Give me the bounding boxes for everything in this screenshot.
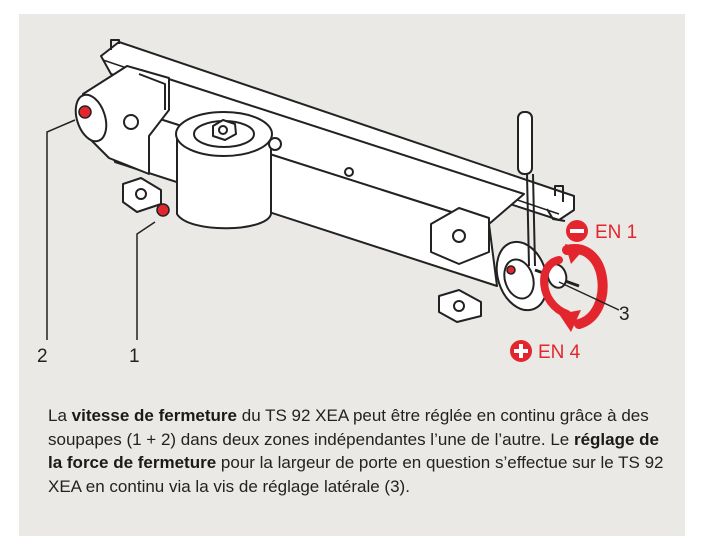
- closing-speed-emphasis: vitesse de fermeture: [71, 406, 238, 425]
- en-max-label: EN 4: [538, 342, 581, 363]
- info-card: 2 1 3 EN 1 EN 4 La vitesse de fermeture …: [19, 14, 685, 536]
- callout-3: 3: [619, 304, 630, 325]
- valve-2-icon: [78, 105, 92, 119]
- closing-force-emphasis: réglage de la force de fermeture: [48, 429, 660, 473]
- minus-icon: [566, 220, 588, 242]
- door-closer-diagram: 2 1 3 EN 1 EN 4: [37, 39, 637, 367]
- screwdriver-handle: [517, 111, 533, 175]
- adjust-screw-icon: [506, 265, 516, 275]
- plus-icon: [510, 340, 532, 362]
- callout-1: 1: [129, 346, 140, 367]
- valve-1-icon: [156, 203, 170, 217]
- description-text: La vitesse de fermeture du TS 92 XEA peu…: [48, 406, 664, 496]
- en-min-label: EN 1: [595, 222, 637, 243]
- callout-2: 2: [37, 346, 48, 367]
